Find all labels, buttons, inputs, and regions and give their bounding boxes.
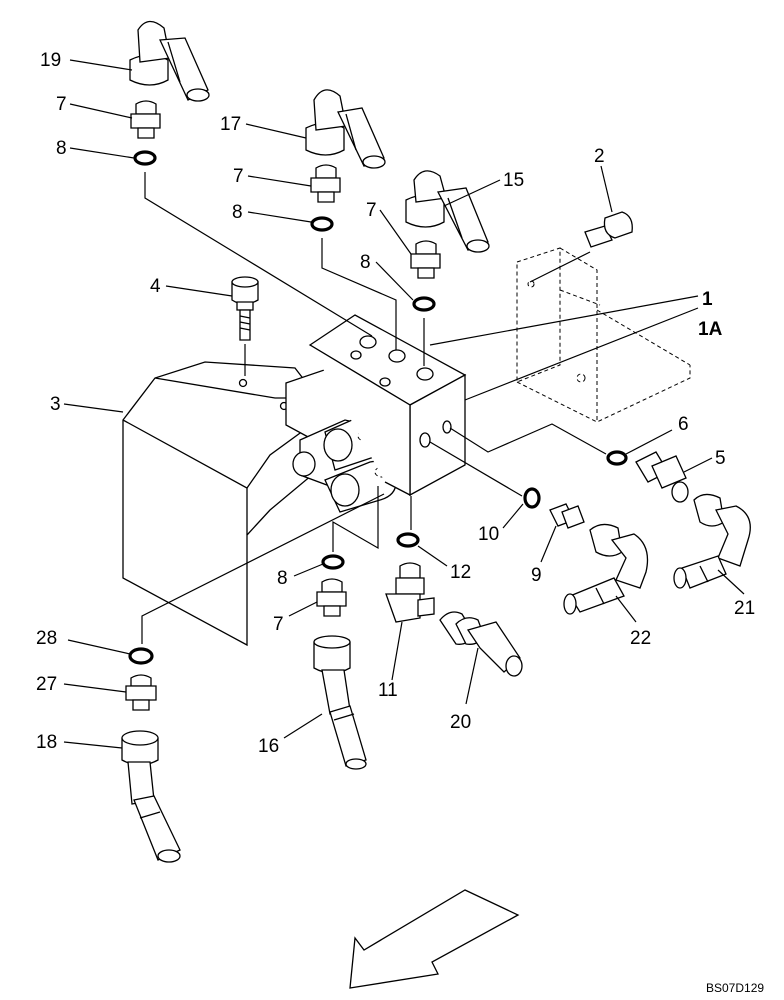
- drawing-code: BS07D129: [706, 981, 764, 995]
- callout-2: 2: [594, 146, 605, 167]
- mounting-bracket-dashed: [516, 247, 691, 423]
- valve-block: [308, 314, 467, 497]
- hose-22: [563, 523, 649, 615]
- callout-8: 8: [232, 202, 243, 223]
- callout-labels: 19 7 8 17 7 8 15 7 8 2 1 1A 4 3 6 5 10 9…: [36, 50, 755, 757]
- fitting-9: [549, 503, 585, 529]
- hose-21: [673, 493, 751, 589]
- o-ring-8-a: [133, 150, 157, 166]
- callout-10: 10: [478, 524, 499, 545]
- hose-19: [129, 20, 210, 102]
- o-ring-28: [128, 647, 154, 665]
- hose-18: [121, 730, 181, 863]
- callout-4: 4: [150, 276, 161, 297]
- o-ring-8-c: [412, 296, 436, 312]
- fitting-5: [635, 451, 689, 503]
- centerlines: [141, 172, 607, 644]
- callout-7: 7: [233, 166, 244, 187]
- callout-7: 7: [56, 94, 67, 115]
- hose-15: [405, 170, 490, 253]
- callout-20: 20: [450, 712, 471, 733]
- o-ring-8-b: [310, 216, 334, 232]
- callout-15: 15: [503, 170, 524, 191]
- hose-17: [305, 89, 386, 169]
- callout-19: 19: [40, 50, 61, 71]
- callout-5: 5: [715, 448, 726, 469]
- fitting-27: [125, 674, 157, 711]
- o-ring-12: [396, 532, 420, 548]
- callout-8: 8: [277, 568, 288, 589]
- callout-17: 17: [220, 114, 241, 135]
- callout-12: 12: [450, 562, 471, 583]
- bolt-2: [584, 211, 633, 248]
- leader-lines: [63, 59, 745, 749]
- callout-1a: 1A: [698, 319, 723, 340]
- callout-21: 21: [734, 598, 755, 619]
- direction-arrow-icon: [349, 889, 520, 989]
- o-ring-6: [606, 450, 628, 466]
- callout-16: 16: [258, 736, 279, 757]
- callout-28: 28: [36, 628, 57, 649]
- fitting-7-c: [410, 240, 441, 279]
- callout-8: 8: [56, 138, 67, 159]
- callout-11: 11: [378, 680, 398, 701]
- callout-27: 27: [36, 674, 57, 695]
- callout-18: 18: [36, 732, 57, 753]
- sensor-20: [439, 611, 523, 677]
- callout-9: 9: [531, 565, 542, 586]
- callout-7: 7: [366, 200, 377, 221]
- callout-1: 1: [702, 289, 713, 310]
- callout-22: 22: [630, 628, 651, 649]
- bolt-4: [231, 276, 259, 341]
- fitting-7-b: [310, 164, 341, 203]
- o-ring-10: [523, 487, 541, 509]
- callout-6: 6: [678, 414, 689, 435]
- pressure-switch-11: [385, 562, 435, 623]
- fitting-7-a: [130, 100, 161, 139]
- callout-7: 7: [273, 614, 284, 635]
- callout-8: 8: [360, 252, 371, 273]
- o-ring-8-d: [321, 554, 345, 570]
- callout-3: 3: [50, 394, 61, 415]
- fitting-7-d: [316, 578, 347, 617]
- hose-16: [313, 635, 367, 770]
